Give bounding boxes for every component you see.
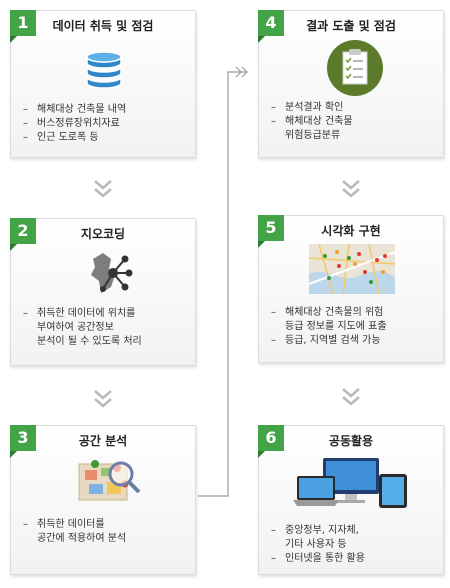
step-title: 공간 분석 bbox=[78, 434, 128, 448]
step-title: 지오코딩 bbox=[80, 227, 126, 241]
step-item: 해체대상 건축물 위험등급분류 bbox=[271, 115, 435, 143]
step-item: 취득한 데이터를 공간에 적용하여 분석 bbox=[23, 518, 187, 546]
step-item: 등급, 지역별 검색 가능 bbox=[271, 334, 435, 348]
step-title: 결과 도출 및 점검 bbox=[306, 19, 396, 33]
step-card-4: 4 결과 도출 및 점검 분석결과 확인 해체대상 건축물 위험등급분류 bbox=[258, 10, 444, 158]
step-item: 취득한 데이터에 위치를 부여하여 공간정보 분석이 될 수 있도록 처리 bbox=[23, 307, 187, 349]
step-title: 데이터 취득 및 점검 bbox=[52, 19, 154, 33]
step-card-6: 6 공동활용 중앙정부, 지자체, 기타 사용자 등 인터넷을 통한 활용 bbox=[258, 425, 444, 575]
step-item: 중앙정부, 지자체, 기타 사용자 등 bbox=[271, 524, 435, 552]
step-title: 공동활용 bbox=[328, 434, 374, 448]
database-icon bbox=[86, 51, 122, 89]
step-number-badge: 6 bbox=[258, 425, 284, 458]
step-number-badge: 1 bbox=[10, 10, 36, 43]
step-card-2: 2 지오코딩 취득한 데이터에 위치를 부여하여 공간정보 분석이 될 수 있도… bbox=[10, 218, 196, 366]
risk-map-image bbox=[309, 244, 395, 294]
step-number-badge: 4 bbox=[258, 10, 284, 43]
clipboard-checklist-icon bbox=[327, 40, 383, 96]
spatial-analysis-icon bbox=[78, 460, 141, 501]
chevron-down-icon bbox=[342, 388, 360, 406]
geocoding-map-icon bbox=[91, 253, 133, 293]
step-item: 인터넷을 통한 활용 bbox=[271, 552, 435, 566]
step-item: 버스정류장위치자료 bbox=[23, 117, 187, 131]
step-title: 시각화 구현 bbox=[321, 224, 381, 238]
step-item: 해체대상 건축물의 위험 등급 정보를 지도에 표출 bbox=[271, 306, 435, 334]
flow-connector bbox=[198, 66, 248, 497]
devices-icon bbox=[293, 458, 407, 508]
step-item: 분석결과 확인 bbox=[271, 101, 435, 115]
chevron-down-icon bbox=[94, 180, 112, 198]
step-number-badge: 2 bbox=[10, 218, 36, 251]
step-number-badge: 3 bbox=[10, 425, 36, 458]
step-card-1: 1 데이터 취득 및 점검 해체대상 건축물 내역 버스정류장위치자료 인근 도… bbox=[10, 10, 196, 158]
chevron-down-icon bbox=[342, 180, 360, 198]
step-card-3: 3 공간 분석 취득한 데이터를 공간에 적용하여 분석 bbox=[10, 425, 196, 575]
step-number-badge: 5 bbox=[258, 215, 284, 248]
chevron-down-icon bbox=[94, 390, 112, 408]
step-card-5: 5 시각화 구현 해체대상 건축물의 위험 등급 정보를 지도에 표출 등급, … bbox=[258, 215, 444, 363]
step-item: 인근 도로폭 등 bbox=[23, 131, 187, 145]
step-item: 해체대상 건축물 내역 bbox=[23, 103, 187, 117]
